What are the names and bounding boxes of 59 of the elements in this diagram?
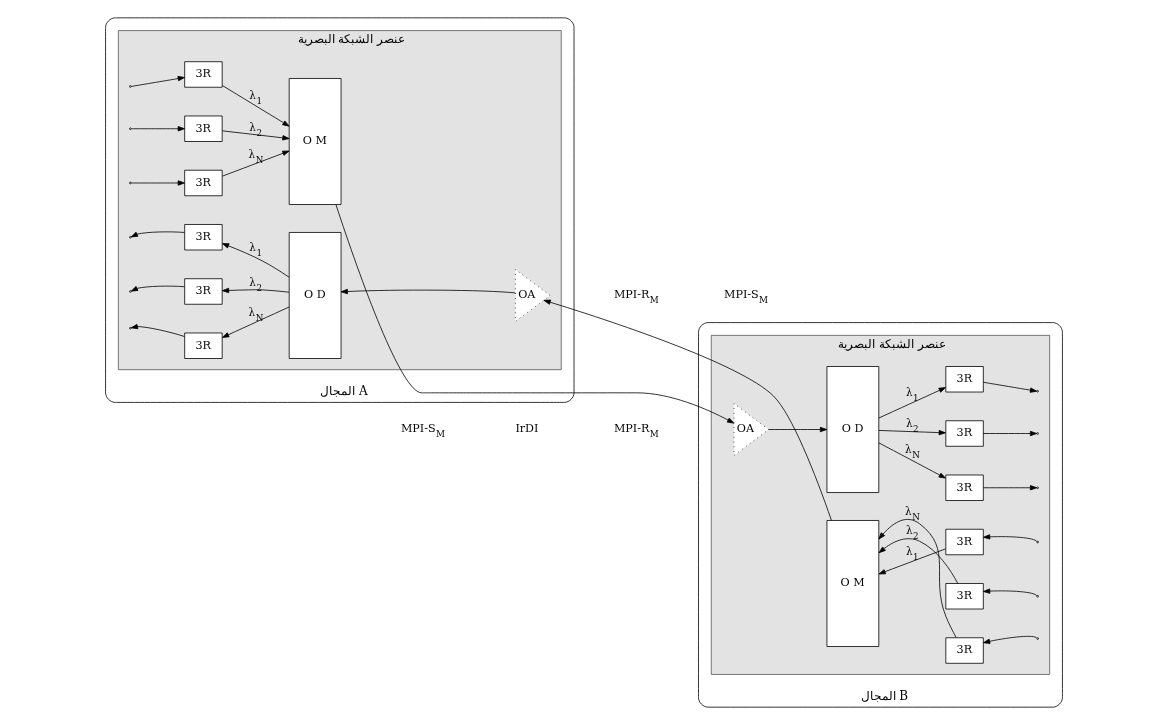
arrow (222, 306, 290, 338)
label: MPI-S$_{M}$ (724, 287, 769, 305)
arrow (131, 180, 185, 186)
node-box: 3R (184, 224, 223, 251)
node-box: 3R (945, 474, 984, 501)
arrow (878, 442, 946, 479)
arrow (340, 288, 516, 295)
node-box: 3R (184, 169, 223, 197)
label: MPI-R$_{M}$ (613, 421, 659, 439)
edge-label: λ$_{N}$ (248, 305, 264, 323)
label: IrDI (515, 422, 539, 436)
label: MPI-S$_{M}$ (400, 421, 445, 439)
node-box: O M (288, 78, 342, 205)
edge-label: λ$_{N}$ (905, 505, 920, 523)
arrow (131, 75, 185, 87)
node-box: O D (826, 366, 880, 493)
node-box: 3R (184, 332, 223, 359)
arrow (768, 426, 828, 433)
node-box: 3R (945, 583, 984, 610)
node-box: 3R (945, 366, 984, 393)
arrow (983, 485, 1038, 491)
node-box: 3R (184, 278, 223, 305)
arrow (983, 430, 1038, 437)
arrow (878, 519, 957, 638)
arrow (335, 204, 735, 424)
node-box: O D (288, 232, 342, 359)
arrow (130, 231, 185, 238)
node-box: 3R (945, 637, 984, 664)
edge-label: λ$_{1}$ (905, 545, 919, 563)
arrow (222, 130, 290, 141)
arrow (983, 635, 1038, 644)
arrow (983, 588, 1038, 597)
edge-label: λ$_{1}$ (249, 88, 263, 106)
arrow (221, 287, 290, 294)
arrow (130, 323, 185, 337)
node-box: 3R (945, 528, 984, 556)
arrow (222, 150, 290, 177)
edge-label: λ$_{1}$ (905, 386, 919, 404)
arrow (878, 387, 946, 419)
arrow (983, 534, 1038, 542)
node-box: 3R (945, 420, 984, 447)
edge-label: λ$_{N}$ (248, 147, 264, 165)
edge-label: λ$_{1}$ (249, 241, 263, 259)
arrow (222, 85, 290, 127)
edge-label: λ$_{N}$ (905, 442, 920, 460)
arrow (130, 285, 185, 292)
node-box: 3R (184, 115, 223, 142)
arrow (878, 548, 946, 575)
arrow (543, 299, 832, 521)
arrow (221, 243, 290, 278)
arrow (878, 430, 946, 436)
edge-label: λ$_{2}$ (249, 120, 263, 138)
label: MPI-R$_{M}$ (613, 287, 659, 305)
edge-label: λ$_{2}$ (905, 524, 919, 542)
node-box: 3R (184, 61, 223, 88)
edge-label: λ$_{2}$ (905, 417, 919, 435)
arrow (878, 538, 959, 584)
arrow (131, 126, 185, 132)
node-box: O M (826, 520, 880, 647)
